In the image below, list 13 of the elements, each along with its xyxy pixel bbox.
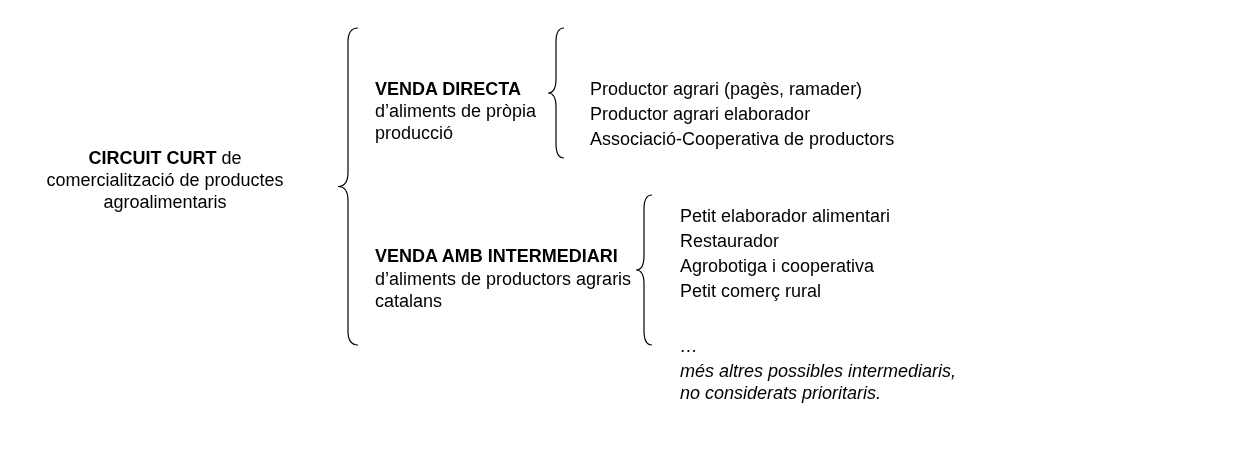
category-description: d’aliments de pròpia producció xyxy=(375,100,538,144)
list-item: Agrobotiga i cooperativa xyxy=(680,255,876,277)
note-text: més altres possibles intermediaris, no considerats prioritaris. xyxy=(680,360,958,404)
list-item: Productor agrari elaborador xyxy=(590,103,812,125)
list-item: Associació-Cooperativa de productors xyxy=(590,128,896,150)
list-item: Petit comerç rural xyxy=(680,280,823,302)
heading-text: CIRCUIT CURT de comercialització de productes agroalimentaris xyxy=(45,147,285,213)
ellipsis-text: … xyxy=(680,335,699,357)
category-description: d’aliments de productors agraris catalans xyxy=(375,268,633,312)
list-item: Petit elaborador alimentari xyxy=(680,205,892,227)
list-item: Restaurador xyxy=(680,230,781,252)
list-item: Productor agrari (pagès, ramader) xyxy=(590,78,864,100)
category-heading: VENDA AMB INTERMEDIARI xyxy=(375,245,619,267)
